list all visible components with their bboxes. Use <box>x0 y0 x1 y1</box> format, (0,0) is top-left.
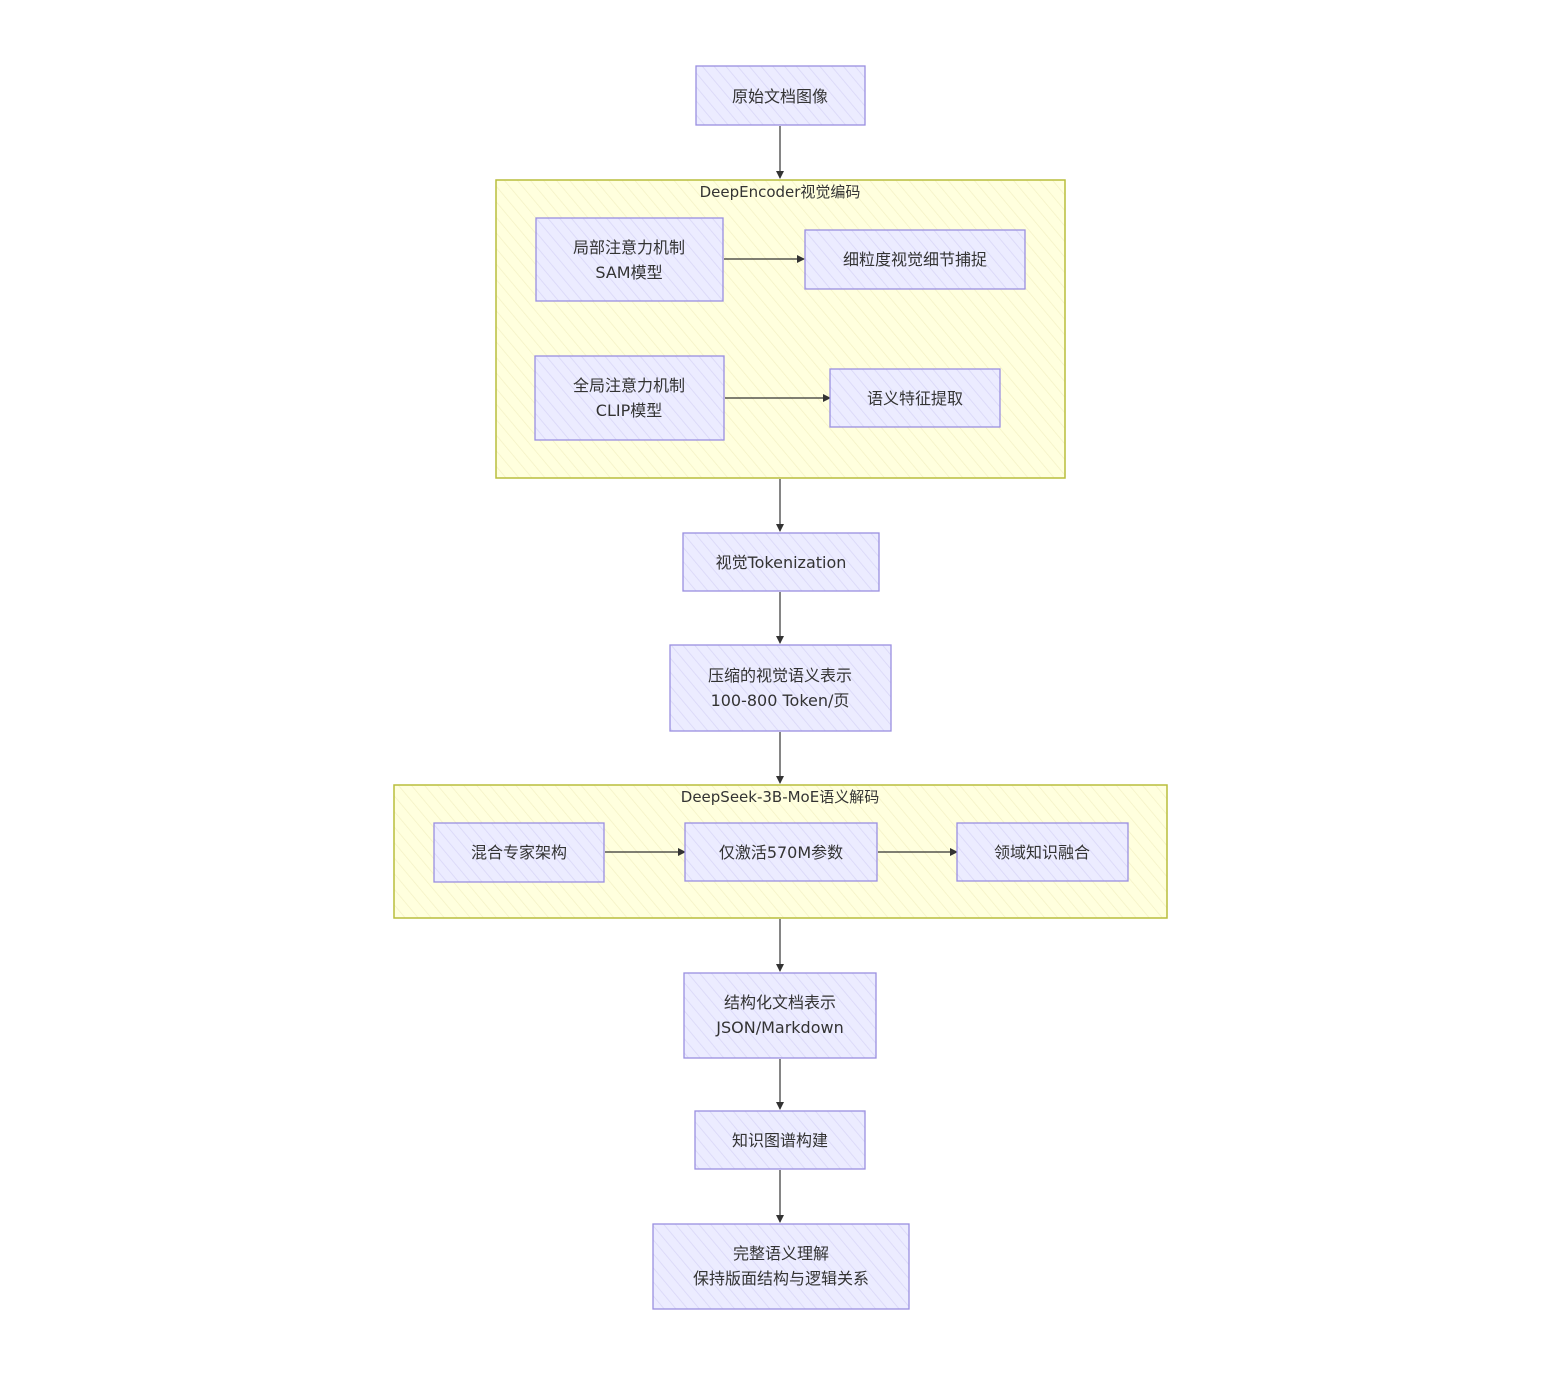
node-compressed-label-line1: 压缩的视觉语义表示 <box>708 666 852 685</box>
node-fine-detail-label: 细粒度视觉细节捕捉 <box>843 250 987 269</box>
node-moe: 混合专家架构 <box>433 822 605 883</box>
node-understanding-label-line2: 保持版面结构与逻辑关系 <box>693 1269 869 1288</box>
node-fine-detail: 细粒度视觉细节捕捉 <box>804 229 1026 290</box>
node-clip-label-line2: CLIP模型 <box>596 401 662 420</box>
node-activate-label: 仅激活570M参数 <box>719 843 843 862</box>
node-sam-label-line2: SAM模型 <box>595 263 662 282</box>
node-tokenization: 视觉Tokenization <box>682 532 880 592</box>
node-compressed: 压缩的视觉语义表示 100-800 Token/页 <box>669 644 892 732</box>
node-semantic-extract-label: 语义特征提取 <box>867 389 963 408</box>
node-tokenization-label: 视觉Tokenization <box>716 553 847 572</box>
node-structured: 结构化文档表示 JSON/Markdown <box>683 972 877 1059</box>
node-raw-image-label: 原始文档图像 <box>732 87 828 106</box>
group-deepseek-decoder-title: DeepSeek-3B-MoE语义解码 <box>681 788 879 806</box>
node-clip: 全局注意力机制 CLIP模型 <box>534 355 725 441</box>
node-structured-label-line2: JSON/Markdown <box>715 1018 843 1037</box>
edges <box>605 126 958 1223</box>
node-structured-label-line1: 结构化文档表示 <box>724 993 836 1012</box>
node-kg-label: 知识图谱构建 <box>732 1131 828 1150</box>
node-domain-fusion: 领域知识融合 <box>956 822 1129 882</box>
group-deepencoder-title: DeepEncoder视觉编码 <box>700 183 861 201</box>
node-activate: 仅激活570M参数 <box>684 822 878 882</box>
node-understanding-label-line1: 完整语义理解 <box>733 1244 829 1263</box>
node-kg: 知识图谱构建 <box>694 1110 866 1170</box>
node-domain-fusion-label: 领域知识融合 <box>994 843 1090 862</box>
node-raw-image: 原始文档图像 <box>695 65 866 126</box>
node-sam-label-line1: 局部注意力机制 <box>573 238 685 257</box>
node-moe-label: 混合专家架构 <box>471 843 567 862</box>
node-semantic-extract: 语义特征提取 <box>829 368 1001 428</box>
node-sam: 局部注意力机制 SAM模型 <box>535 217 724 302</box>
node-understanding: 完整语义理解 保持版面结构与逻辑关系 <box>652 1223 910 1310</box>
node-compressed-label-line2: 100-800 Token/页 <box>711 691 850 710</box>
node-clip-label-line1: 全局注意力机制 <box>573 376 685 395</box>
